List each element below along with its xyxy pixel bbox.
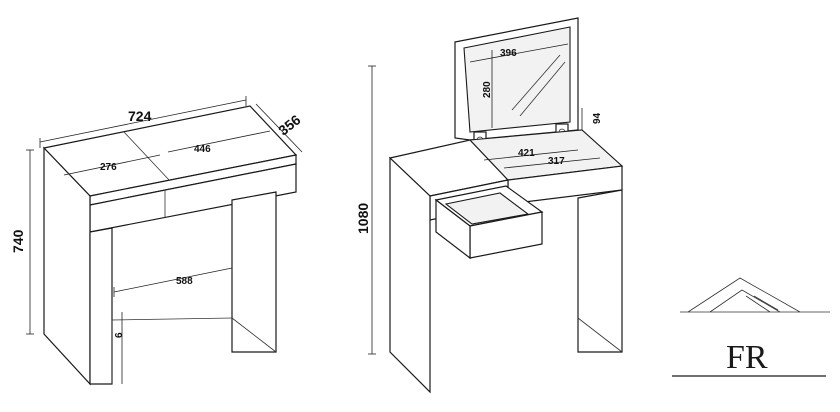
left-table-right-leg (231, 191, 277, 353)
dim-width-label: 724 (128, 108, 152, 124)
dim-depth-label: 356 (275, 111, 303, 138)
drawer-side (435, 198, 471, 260)
right-table-right-leg (577, 189, 623, 353)
left-table-drawing: 724 356 740 276 446 588 6 (10, 96, 304, 386)
dim-compartment-height-label: 94 (592, 112, 603, 124)
dim-drawer-width-label: 276 (100, 162, 117, 173)
right-table-drawing: 1080 396 280 421 317 94 (355, 17, 624, 394)
dim-compartment-width-label: 421 (518, 148, 535, 159)
right-table-side-panel (389, 156, 431, 394)
drawer-interior (444, 192, 530, 225)
dim-height-label: 740 (10, 229, 26, 253)
dim-compartment-depth-label: 317 (548, 156, 565, 167)
mirror-glass (463, 26, 571, 133)
dim-mirror-height-label: 280 (482, 81, 493, 98)
brand-logo-text: FR (726, 339, 768, 376)
dim-total-height-label: 1080 (355, 203, 371, 234)
dim-leg-gap-label: 6 (114, 332, 125, 338)
dim-mirror-width-label: 396 (500, 48, 517, 59)
corner-detail-drawing (680, 277, 830, 313)
brand-logo: FR (672, 339, 826, 377)
dim-top-panel-label: 446 (194, 144, 211, 155)
dim-leg-span-label: 588 (176, 276, 193, 287)
left-table-front-leg (89, 227, 113, 385)
